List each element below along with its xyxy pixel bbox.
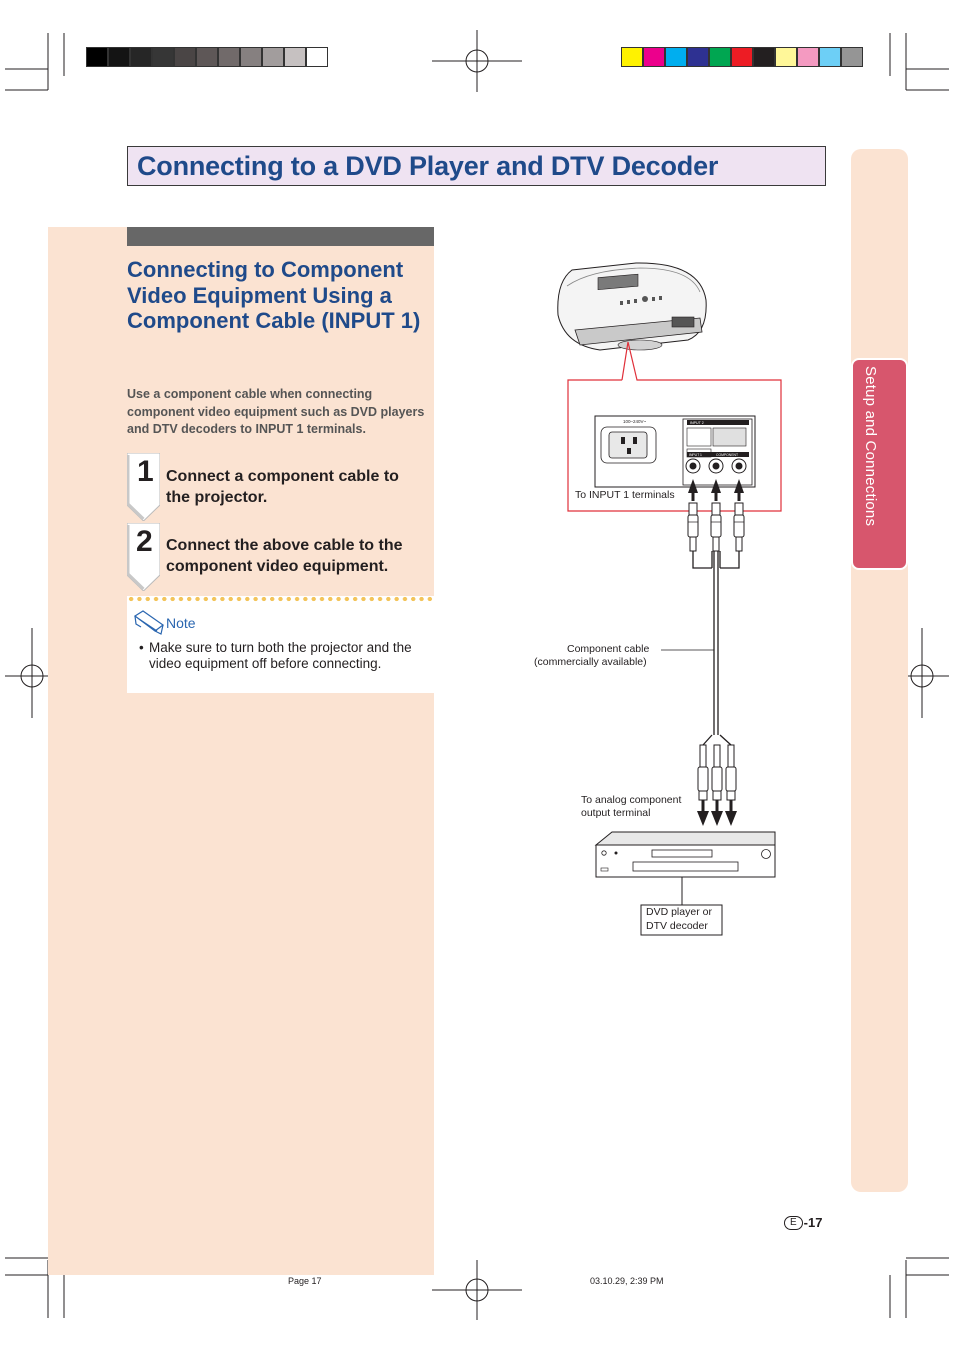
dvd-label-line2: DTV decoder bbox=[646, 920, 708, 932]
note-panel bbox=[127, 596, 434, 693]
step-2-marker bbox=[127, 523, 160, 591]
left-column-background bbox=[48, 227, 434, 1275]
to-analog-label-line1: To analog component bbox=[581, 794, 682, 806]
language-marker: E bbox=[784, 1215, 803, 1230]
gray-bar-5 bbox=[174, 47, 196, 67]
connection-diagram: 100–240V~ INPUT 2 INPUT 1 COMPONENT bbox=[557, 262, 782, 936]
gray-bar-11 bbox=[306, 47, 328, 67]
side-tab bbox=[851, 358, 908, 570]
footer-timestamp: 03.10.29, 2:39 PM bbox=[590, 1276, 664, 1286]
gray-bar-8 bbox=[240, 47, 262, 67]
section-heading: Connecting to Component Video Equipment … bbox=[127, 257, 421, 333]
gray-bar-10 bbox=[284, 47, 306, 67]
component-panel-label: COMPONENT bbox=[716, 453, 738, 457]
grayscale-calibration-bars bbox=[86, 47, 328, 69]
color-bar-4 bbox=[687, 47, 709, 67]
terminal-callout bbox=[567, 341, 782, 512]
color-bar-5 bbox=[709, 47, 731, 67]
gray-bar-9 bbox=[262, 47, 284, 67]
page-number: E -17 bbox=[784, 1215, 822, 1230]
color-bar-1 bbox=[621, 47, 643, 67]
step-1-marker bbox=[127, 453, 160, 521]
to-analog-label-line2: output terminal bbox=[581, 807, 651, 819]
dvd-player-illustration bbox=[594, 831, 776, 906]
gray-bar-2 bbox=[108, 47, 130, 67]
color-bar-11 bbox=[841, 47, 863, 67]
gray-bar-1 bbox=[86, 47, 108, 67]
side-tab-label: Setup and Connections bbox=[862, 366, 879, 527]
step-2-number: 2 bbox=[136, 525, 153, 558]
footer-page: Page 17 bbox=[288, 1276, 322, 1286]
color-bar-7 bbox=[753, 47, 775, 67]
section-header-strip bbox=[127, 227, 434, 246]
gray-bar-4 bbox=[152, 47, 174, 67]
to-input1-label: To INPUT 1 terminals bbox=[575, 489, 675, 501]
note-item-text: Make sure to turn both the projector and… bbox=[149, 640, 412, 671]
color-calibration-bars bbox=[621, 47, 863, 69]
voltage-label: 100–240V~ bbox=[623, 419, 647, 424]
step-2-text: Connect the above cable to the component… bbox=[166, 537, 403, 575]
dvd-label-line1: DVD player or bbox=[646, 906, 712, 918]
color-bar-8 bbox=[775, 47, 797, 67]
color-bar-10 bbox=[819, 47, 841, 67]
note-bullet: • bbox=[139, 640, 144, 655]
projector-illustration bbox=[557, 262, 707, 351]
note-label: Note bbox=[166, 615, 196, 631]
note-item: • Make sure to turn both the projector a… bbox=[139, 640, 419, 672]
component-cable-label-line2: (commercially available) bbox=[534, 656, 647, 668]
gray-bar-3 bbox=[130, 47, 152, 67]
input2-panel-label: INPUT 2 bbox=[690, 421, 704, 425]
input1-panel-label: INPUT 1 bbox=[689, 453, 702, 457]
color-bar-3 bbox=[665, 47, 687, 67]
gray-bar-6 bbox=[196, 47, 218, 67]
color-bar-9 bbox=[797, 47, 819, 67]
step-1-text: Connect a component cable to the project… bbox=[166, 468, 399, 506]
section-intro: Use a component cable when connecting co… bbox=[127, 387, 425, 436]
color-bar-6 bbox=[731, 47, 753, 67]
note-dotted-border bbox=[127, 596, 434, 602]
gray-bar-7 bbox=[218, 47, 240, 67]
side-tab-background bbox=[851, 149, 908, 1192]
component-cable-label-line1: Component cable bbox=[567, 643, 650, 655]
page-number-value: -17 bbox=[803, 1215, 823, 1230]
page-title-box: Connecting to a DVD Player and DTV Decod… bbox=[127, 146, 826, 186]
page-title: Connecting to a DVD Player and DTV Decod… bbox=[137, 151, 719, 181]
step-1-number: 1 bbox=[137, 455, 154, 488]
color-bar-2 bbox=[643, 47, 665, 67]
note-pencil-icon bbox=[133, 610, 165, 635]
